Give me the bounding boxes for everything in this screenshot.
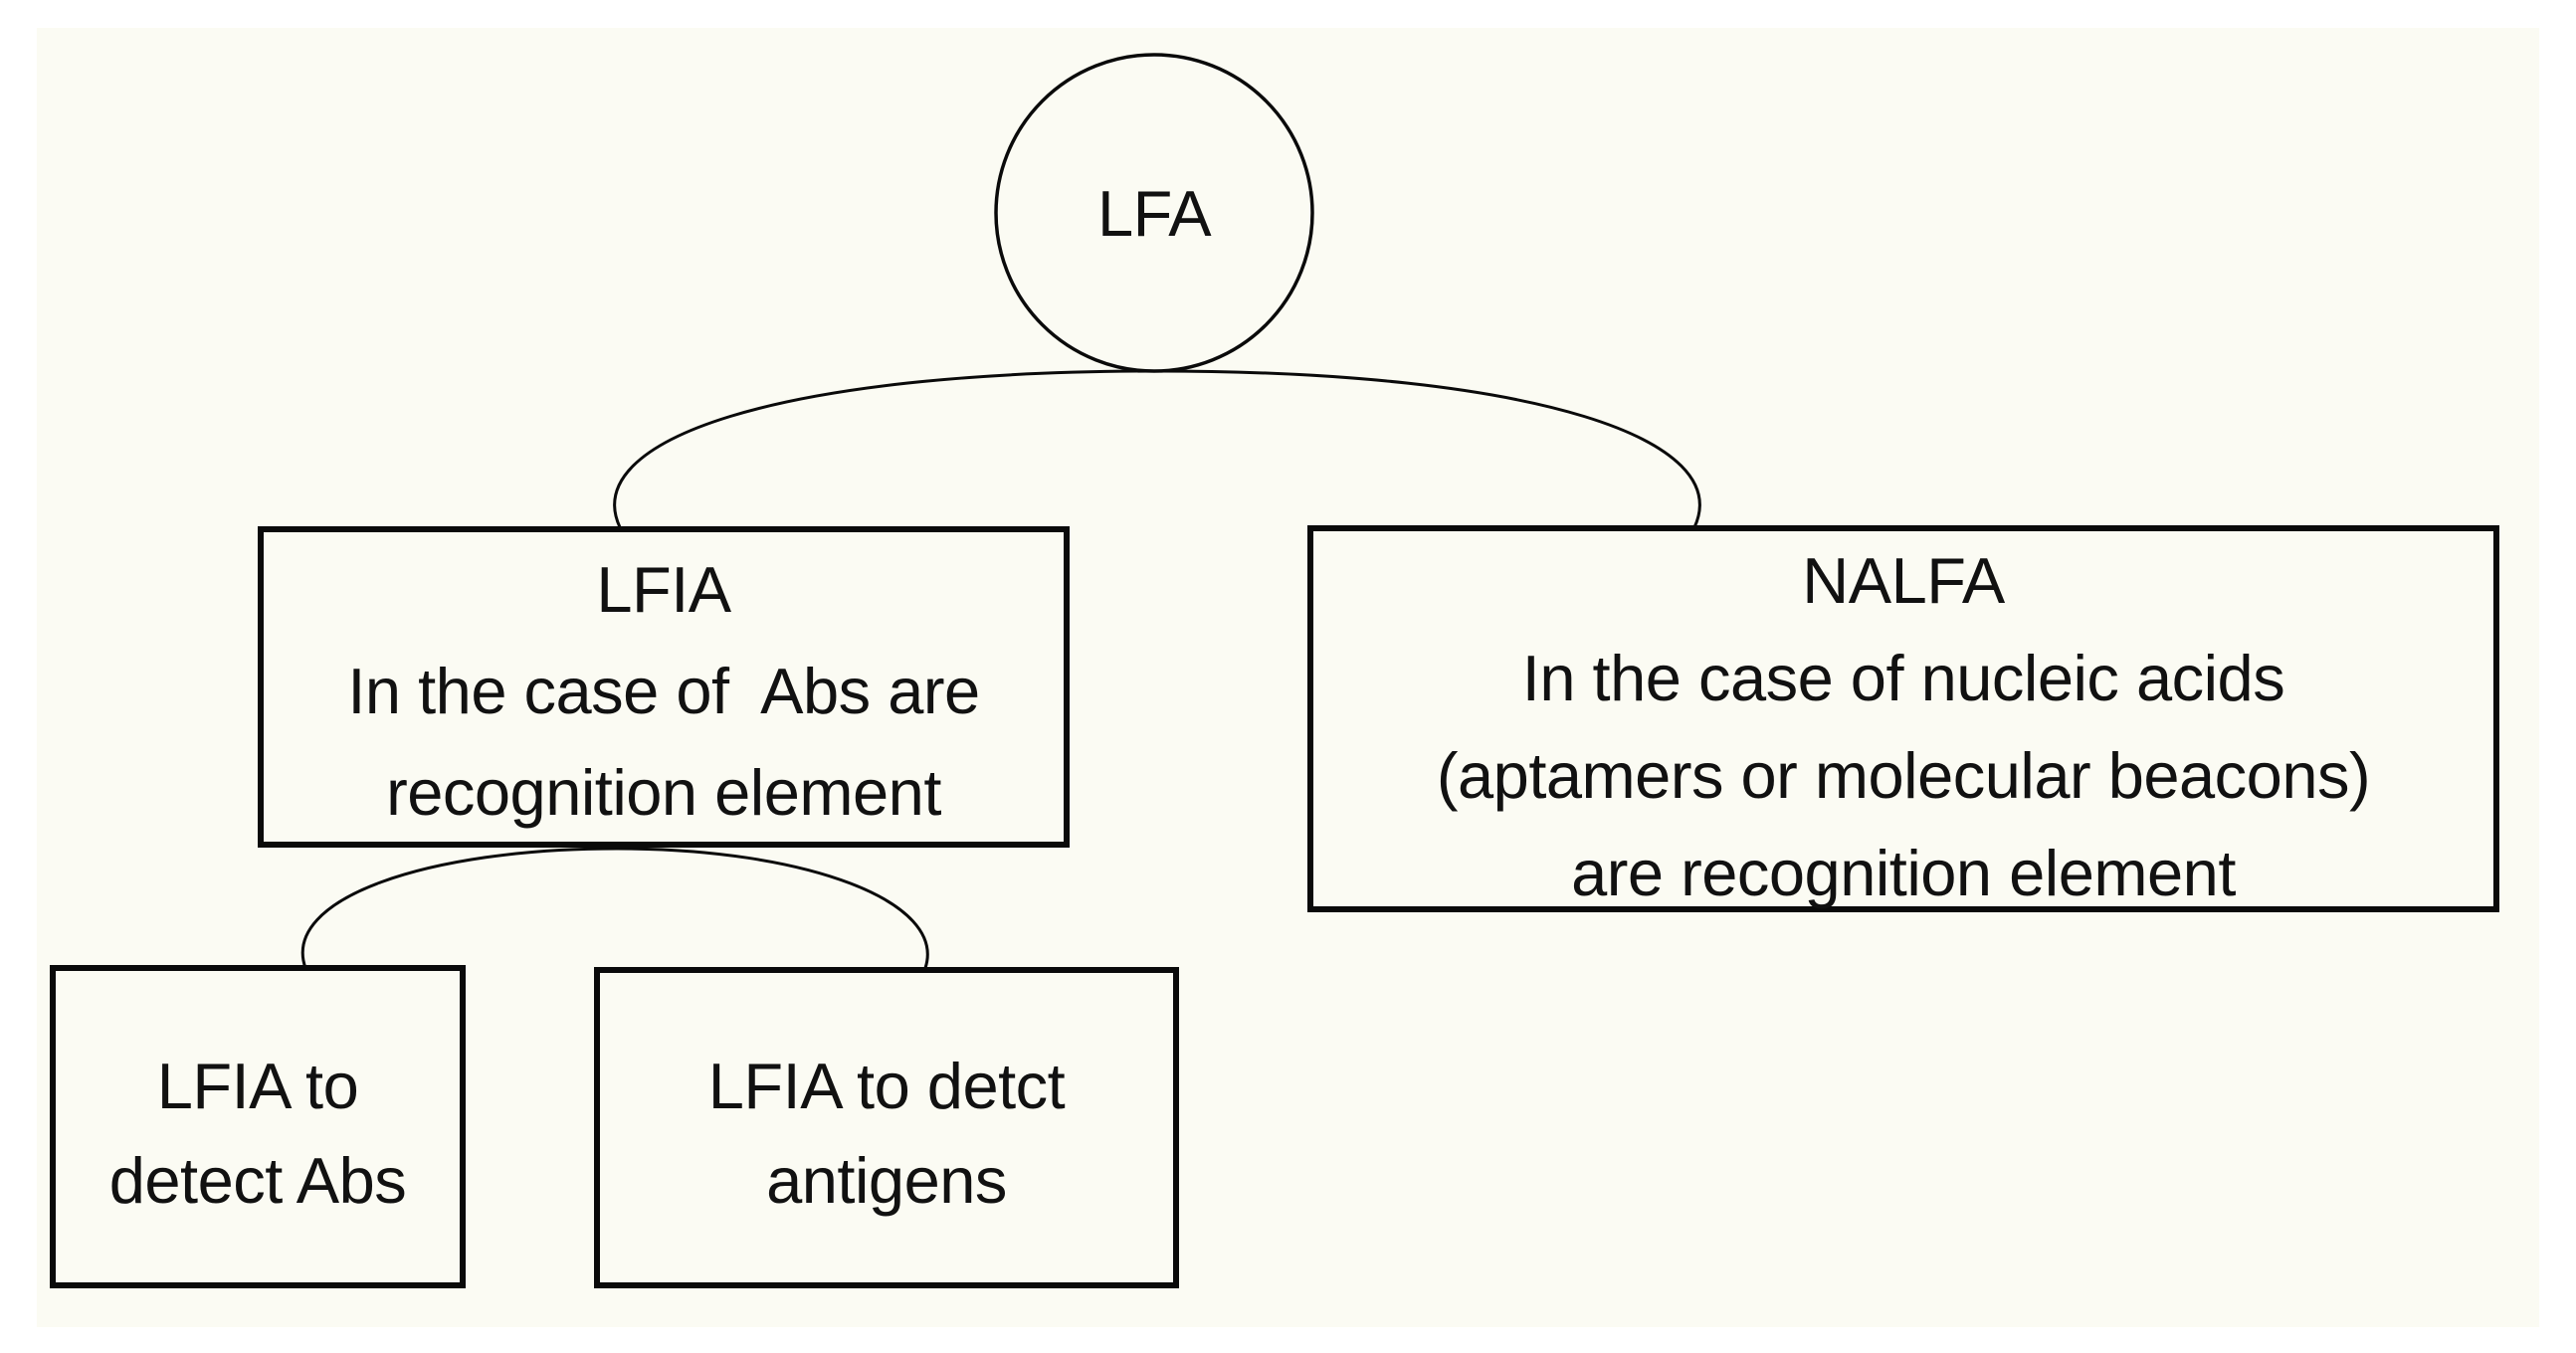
node-nalfa-line: In the case of nucleic acids <box>1521 641 2285 714</box>
connector-lfa-to-children <box>613 369 1701 528</box>
figure-background <box>37 28 2539 1327</box>
root-node-label: LFA <box>996 55 1312 371</box>
node-lfia-line: LFIA <box>596 552 731 626</box>
node-nalfa-line: are recognition element <box>1571 836 2236 909</box>
connector-lfia-to-children <box>300 847 929 969</box>
node-nalfa-line: NALFA <box>1802 543 2005 617</box>
node-lfia-detect-antigens: LFIA to detct antigens <box>594 967 1179 1288</box>
node-lfia-detect-antigens-line: antigens <box>766 1143 1007 1217</box>
node-lfia-line: In the case of Abs are <box>347 654 980 727</box>
root-node-text: LFA <box>1096 176 1212 250</box>
node-lfia-detect-antigens-line: LFIA to detct <box>707 1049 1066 1122</box>
node-lfia-detect-abs-line: LFIA to <box>156 1049 359 1122</box>
node-lfia-detect-abs-line: detect Abs <box>108 1143 407 1217</box>
node-lfia-line: recognition element <box>386 755 941 829</box>
node-lfia-detect-abs: LFIA to detect Abs <box>50 965 466 1288</box>
node-nalfa-line: (aptamers or molecular beacons) <box>1436 738 2371 812</box>
node-lfia: LFIA In the case of Abs are recognition … <box>258 526 1070 848</box>
node-nalfa: NALFA In the case of nucleic acids (apta… <box>1307 525 2499 912</box>
